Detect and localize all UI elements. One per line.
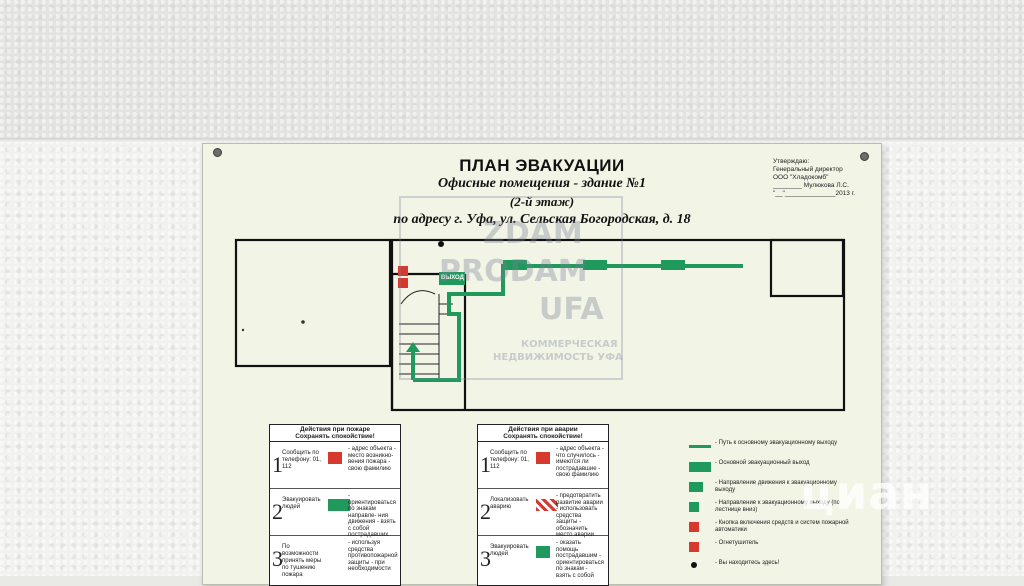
plan-subtitle: Офисные помещения - здание №1 <box>437 176 646 191</box>
legend-text: - Путь к основному эвакуационному выходу <box>715 440 838 446</box>
accident-panel-header-1: Действия при аварии <box>508 426 578 433</box>
fire-actions-panel: Действия при пожаре Сохранять спокойстви… <box>269 424 401 586</box>
corner-room <box>769 238 845 298</box>
step-desc: - предотвратить развитие аварии - исполь… <box>556 493 603 538</box>
plan-title: ПЛАН ЭВАКУАЦИИ <box>459 156 625 175</box>
you-are-here-dot-icon <box>438 241 444 247</box>
you-are-here-dot-icon <box>691 562 697 568</box>
exit-sign-icon <box>439 272 465 285</box>
legend-item: - Путь к основному эвакуационному выходу <box>681 440 861 460</box>
fire-alarm-button-icon <box>398 266 408 276</box>
accident-step-row: 1 Сообщить по телефону: 01, 112 - адрес … <box>478 442 608 489</box>
plan-floor: (2-й этаж) <box>509 194 575 209</box>
floor-plan <box>234 238 846 412</box>
step-desc: - оказать помощь пострадавшим - ориентир… <box>556 540 604 579</box>
legend-text: - Кнопка включения средств и систем пожа… <box>715 520 849 533</box>
accident-step-row: 2 Локализовать аварию - предотвратить ра… <box>478 489 608 538</box>
ceiling-edge <box>0 138 1024 142</box>
step-number: 2 <box>272 499 283 524</box>
plan-address: по адресу г. Уфа, ул. Сельская Богородск… <box>393 212 691 227</box>
phone-icon <box>328 452 342 464</box>
legend-item: - Вы находитесь здесь! <box>681 560 861 580</box>
step-desc: - адрес объекта - место возникно- вения … <box>348 446 396 472</box>
step-number: 2 <box>480 499 491 524</box>
first-aid-icon <box>536 546 550 558</box>
step-action: По возможности принять меры по тушению п… <box>282 544 322 578</box>
evacuation-plan-board: ПЛАН ЭВАКУАЦИИ Офисные помещения - здани… <box>202 143 882 586</box>
screw-top-left <box>213 148 222 157</box>
legend-item: - Основной эвакуационный выход <box>681 460 861 480</box>
exit-label: ВЫХОД <box>441 275 464 281</box>
fire-alarm-button-icon <box>689 522 699 532</box>
legend-text: - Вы находитесь здесь! <box>715 560 780 566</box>
legend-text: - Основной эвакуационный выход <box>715 460 810 466</box>
approval-line: ________ Мулюкова Л.С. <box>773 182 849 189</box>
legend-item: - Огнетушитель <box>681 540 861 560</box>
fire-panel-header: Действия при пожаре Сохранять спокойстви… <box>270 425 400 442</box>
step-desc: - ориентироваться по знакам направле- ни… <box>348 493 396 538</box>
accident-panel-header: Действия при аварии Сохранять спокойстви… <box>478 425 608 442</box>
fire-extinguisher-icon <box>689 542 699 552</box>
fire-panel-header-2: Сохранять спокойствие! <box>295 433 375 440</box>
step-number: 1 <box>272 452 283 477</box>
step-action: Сообщить по телефону: 01, 112 <box>490 450 529 470</box>
step-number: 3 <box>480 546 491 571</box>
approval-line: Утверждаю: <box>773 158 810 165</box>
up-arrow-icon <box>406 342 420 352</box>
approval-line: "__"______________2013 г. <box>773 190 856 197</box>
legend-text: - Направление к эвакуационному выходу (п… <box>715 500 840 513</box>
approval-line: Генеральный директор <box>773 166 843 173</box>
direction-sign-icon <box>503 260 685 270</box>
stairs-arrow-icon <box>689 502 699 512</box>
legend-item: - Направление движения к эвакуационному … <box>681 480 861 500</box>
screw-top-right <box>860 152 869 161</box>
fire-panel-header-1: Действия при пожаре <box>299 426 371 433</box>
step-desc: - используя средства противопожарной защ… <box>348 540 398 572</box>
fire-step-row: 2 Эвакуировать людей - ориентироваться п… <box>270 489 400 538</box>
step-action: Локализовать аварию <box>490 497 529 510</box>
exit-sign-icon <box>689 462 711 472</box>
legend-item: - Кнопка включения средств и систем пожа… <box>681 520 861 540</box>
legend: - Путь к основному эвакуационному выходу… <box>681 440 861 580</box>
direction-arrow-icon <box>328 499 350 511</box>
phone-icon <box>536 452 550 464</box>
step-action: Сообщить по телефону: 01, 112 <box>282 450 321 470</box>
step-action: Эвакуировать людей <box>282 497 321 510</box>
step-desc: - адрес объекта - что случилось - имеютс… <box>556 446 604 478</box>
fire-extinguisher-icon <box>398 278 408 288</box>
step-number: 1 <box>480 452 491 477</box>
accident-step-row: 3 Эвакуировать людей - оказать помощь по… <box>478 536 608 582</box>
accident-panel-header-2: Сохранять спокойствие! <box>503 433 583 440</box>
approval-line: ООО "Хладокомб" <box>773 174 829 181</box>
fire-step-row: 1 Сообщить по телефону: 01, 112 - адрес … <box>270 442 400 489</box>
legend-item: - Направление к эвакуационному выходу (п… <box>681 500 861 520</box>
site-watermark: циан <box>800 466 934 520</box>
accident-actions-panel: Действия при аварии Сохранять спокойстви… <box>477 424 609 586</box>
staircase <box>399 290 453 379</box>
left-room <box>234 238 392 368</box>
step-action: Эвакуировать людей <box>490 544 529 557</box>
evacuation-path <box>413 264 743 382</box>
step-number: 3 <box>272 546 283 571</box>
hazard-tape-icon <box>536 499 558 511</box>
legend-text: - Огнетушитель <box>715 540 759 546</box>
legend-text: - Направление движения к эвакуационному … <box>715 480 837 493</box>
approval-block: Утверждаю: Генеральный директор ООО "Хла… <box>773 158 868 198</box>
green-path-line <box>689 445 711 448</box>
fire-step-row: 3 По возможности принять меры по тушению… <box>270 536 400 582</box>
direction-arrow-icon <box>689 482 703 492</box>
